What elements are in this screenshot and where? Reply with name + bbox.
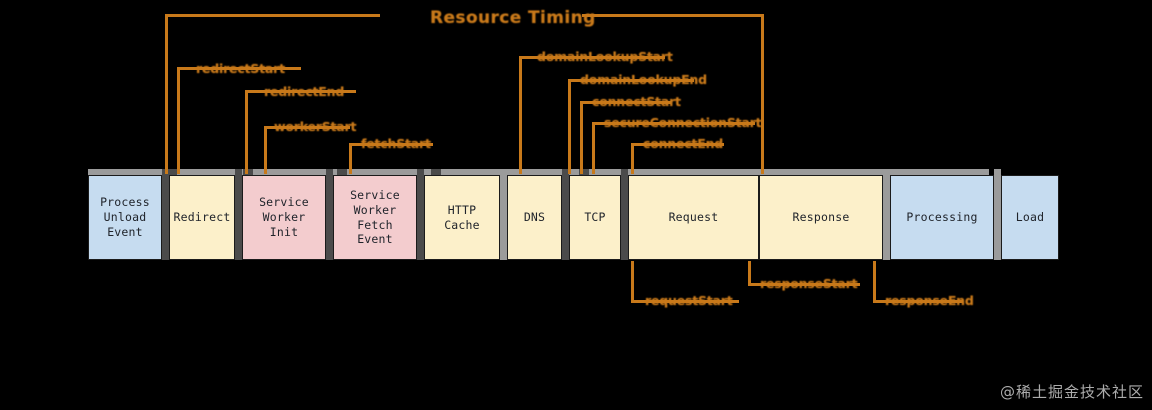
rail-separator-2	[243, 169, 253, 175]
connector-domain-lookup-end-v	[568, 79, 571, 174]
connector-request-start-v	[631, 261, 634, 300]
phase-gap-5	[500, 169, 507, 260]
connector-redirect-start-h	[177, 67, 301, 70]
label-resource-timing: Resource Timing	[430, 8, 596, 28]
connector-redirect-end-v	[245, 90, 248, 174]
phase-gap-4	[417, 169, 424, 260]
connector-request-start-h	[631, 300, 739, 303]
label-domain-lookup-end: domainLookupEnd	[580, 72, 707, 87]
phase-gap-8	[883, 169, 890, 260]
connector-domain-lookup-start-h	[519, 56, 665, 59]
phase-gap-7	[621, 169, 628, 260]
connector-response-start-v	[748, 261, 751, 283]
phase-redirect[interactable]: Redirect	[169, 175, 235, 260]
rail-separator-5	[579, 169, 589, 175]
label-domain-lookup-start: domainLookupStart	[537, 49, 673, 64]
connector-resource-timing-top-l	[165, 14, 380, 17]
rail-segment-cache	[441, 169, 517, 175]
label-response-start: responseStart	[760, 276, 858, 291]
label-connect-start: connectStart	[592, 94, 681, 109]
phase-service-worker-fetch[interactable]: Service Worker Fetch Event	[333, 175, 417, 260]
connector-response-end-v	[873, 261, 876, 300]
phase-request[interactable]: Request	[628, 175, 759, 260]
connector-secure-connection-start-v	[592, 122, 595, 174]
phase-http-cache[interactable]: HTTP Cache	[424, 175, 500, 260]
label-connect-end: connectEnd	[643, 136, 724, 151]
phase-dns[interactable]: DNS	[507, 175, 562, 260]
connector-domain-lookup-start-v	[519, 56, 522, 174]
rail-separator-1	[166, 169, 177, 175]
label-request-start: requestStart	[645, 293, 733, 308]
label-redirect-start: redirectStart	[196, 61, 285, 76]
phase-tcp[interactable]: TCP	[569, 175, 621, 260]
connector-connect-start-v	[580, 101, 583, 174]
connector-connect-end-h	[631, 143, 724, 146]
watermark: @稀土掘金技术社区	[999, 383, 1144, 401]
phase-gap-3	[326, 169, 333, 260]
connector-resource-timing-right	[761, 14, 764, 174]
connector-redirect-start-v	[177, 67, 180, 174]
phase-gap-9	[994, 169, 1001, 260]
label-fetch-start: fetchStart	[361, 136, 431, 151]
phase-response[interactable]: Response	[759, 175, 883, 260]
connector-redirect-end-h	[245, 90, 356, 93]
connector-resource-timing-top-r	[582, 14, 764, 17]
phase-row: Process Unload Event Redirect Service Wo…	[88, 169, 1059, 260]
connector-connect-start-h	[580, 101, 671, 104]
rail-segment-sw-fetch	[347, 169, 431, 175]
rail-segment-left	[88, 169, 166, 175]
rail-segment-right	[589, 169, 989, 175]
connector-worker-start-v	[264, 126, 267, 174]
connector-worker-start-h	[264, 126, 350, 129]
label-redirect-end: redirectEnd	[264, 84, 345, 99]
rail-separator-4	[431, 169, 441, 175]
phase-service-worker-init[interactable]: Service Worker Init	[242, 175, 326, 260]
phase-gap-1	[162, 169, 169, 260]
connector-response-start-h	[748, 283, 860, 286]
label-response-end: responseEnd	[885, 293, 974, 308]
connector-resource-timing-left	[165, 14, 168, 174]
connector-connect-end-v	[631, 143, 634, 174]
label-secure-connection-start: secureConnectionStart	[604, 115, 762, 130]
rail-segment-dns	[517, 169, 579, 175]
connector-fetch-start-h	[349, 143, 433, 146]
phase-gap-2	[235, 169, 242, 260]
rail-segment-redirect	[177, 169, 243, 175]
phase-processing[interactable]: Processing	[890, 175, 994, 260]
connector-domain-lookup-end-h	[568, 79, 694, 82]
connector-fetch-start-v	[349, 143, 352, 174]
label-worker-start: workerStart	[274, 119, 357, 134]
phase-gap-6	[562, 169, 569, 260]
phase-load[interactable]: Load	[1001, 175, 1059, 260]
rail-segment-sw-init	[253, 169, 337, 175]
rail-separator-3	[337, 169, 347, 175]
connector-secure-connection-start-h	[592, 122, 755, 125]
connector-response-end-h	[873, 300, 963, 303]
phase-process-unload-event[interactable]: Process Unload Event	[88, 175, 162, 260]
